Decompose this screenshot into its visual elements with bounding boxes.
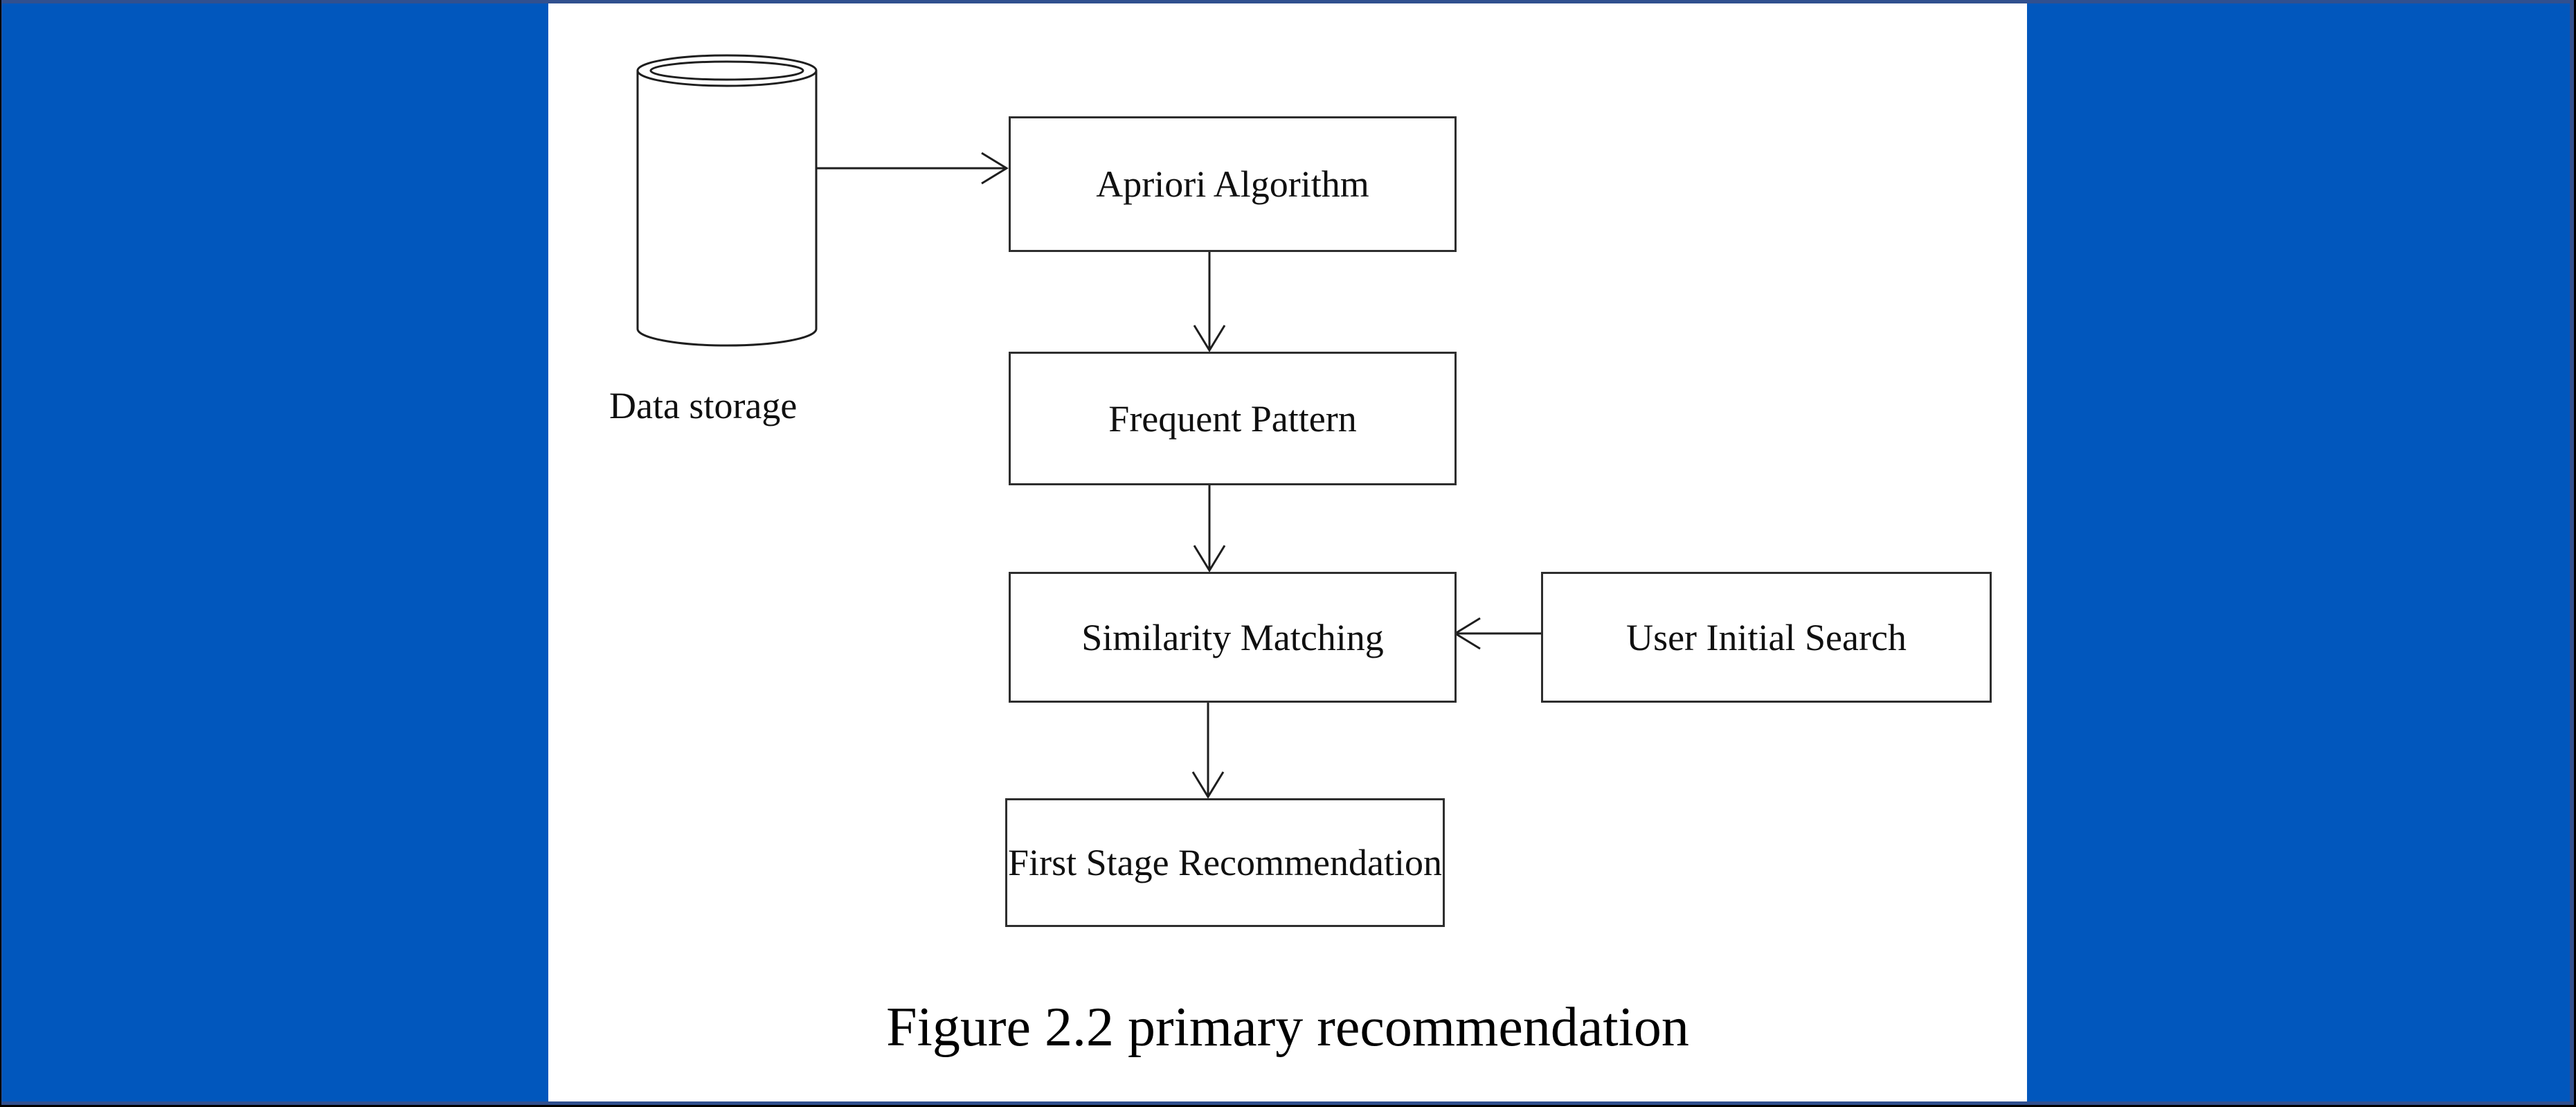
flowchart-node-user-initial-search: User Initial Search	[1541, 572, 1992, 703]
arrow-similarity-to-first-stage	[1191, 699, 1225, 799]
arrow-data-storage-to-apriori	[816, 152, 1009, 185]
node-label-first-stage-recommendation: First Stage Recommendation	[1008, 842, 1442, 883]
arrow-frequent-pattern-to-similarity	[1193, 481, 1226, 573]
data-storage-cylinder	[636, 54, 818, 347]
node-label-apriori-algorithm: Apriori Algorithm	[1096, 163, 1369, 205]
flowchart-node-first-stage-recommendation: First Stage Recommendation	[1005, 798, 1445, 927]
document-canvas: Apriori Algorithm Frequent Pattern Simil…	[548, 3, 2027, 1101]
flowchart-node-apriori-algorithm: Apriori Algorithm	[1009, 116, 1457, 252]
data-storage-label: Data storage	[609, 385, 798, 426]
arrow-apriori-to-frequent-pattern	[1193, 248, 1226, 352]
node-label-user-initial-search: User Initial Search	[1626, 616, 1907, 658]
flowchart-node-frequent-pattern: Frequent Pattern	[1009, 352, 1457, 485]
flowchart-node-similarity-matching: Similarity Matching	[1009, 572, 1457, 703]
figure-caption: Figure 2.2 primary recommendation	[886, 997, 1689, 1058]
flowchart-drawing-layer	[636, 54, 1541, 799]
arrow-user-search-to-similarity	[1453, 617, 1541, 650]
node-label-similarity-matching: Similarity Matching	[1081, 616, 1384, 658]
node-label-frequent-pattern: Frequent Pattern	[1108, 397, 1357, 440]
